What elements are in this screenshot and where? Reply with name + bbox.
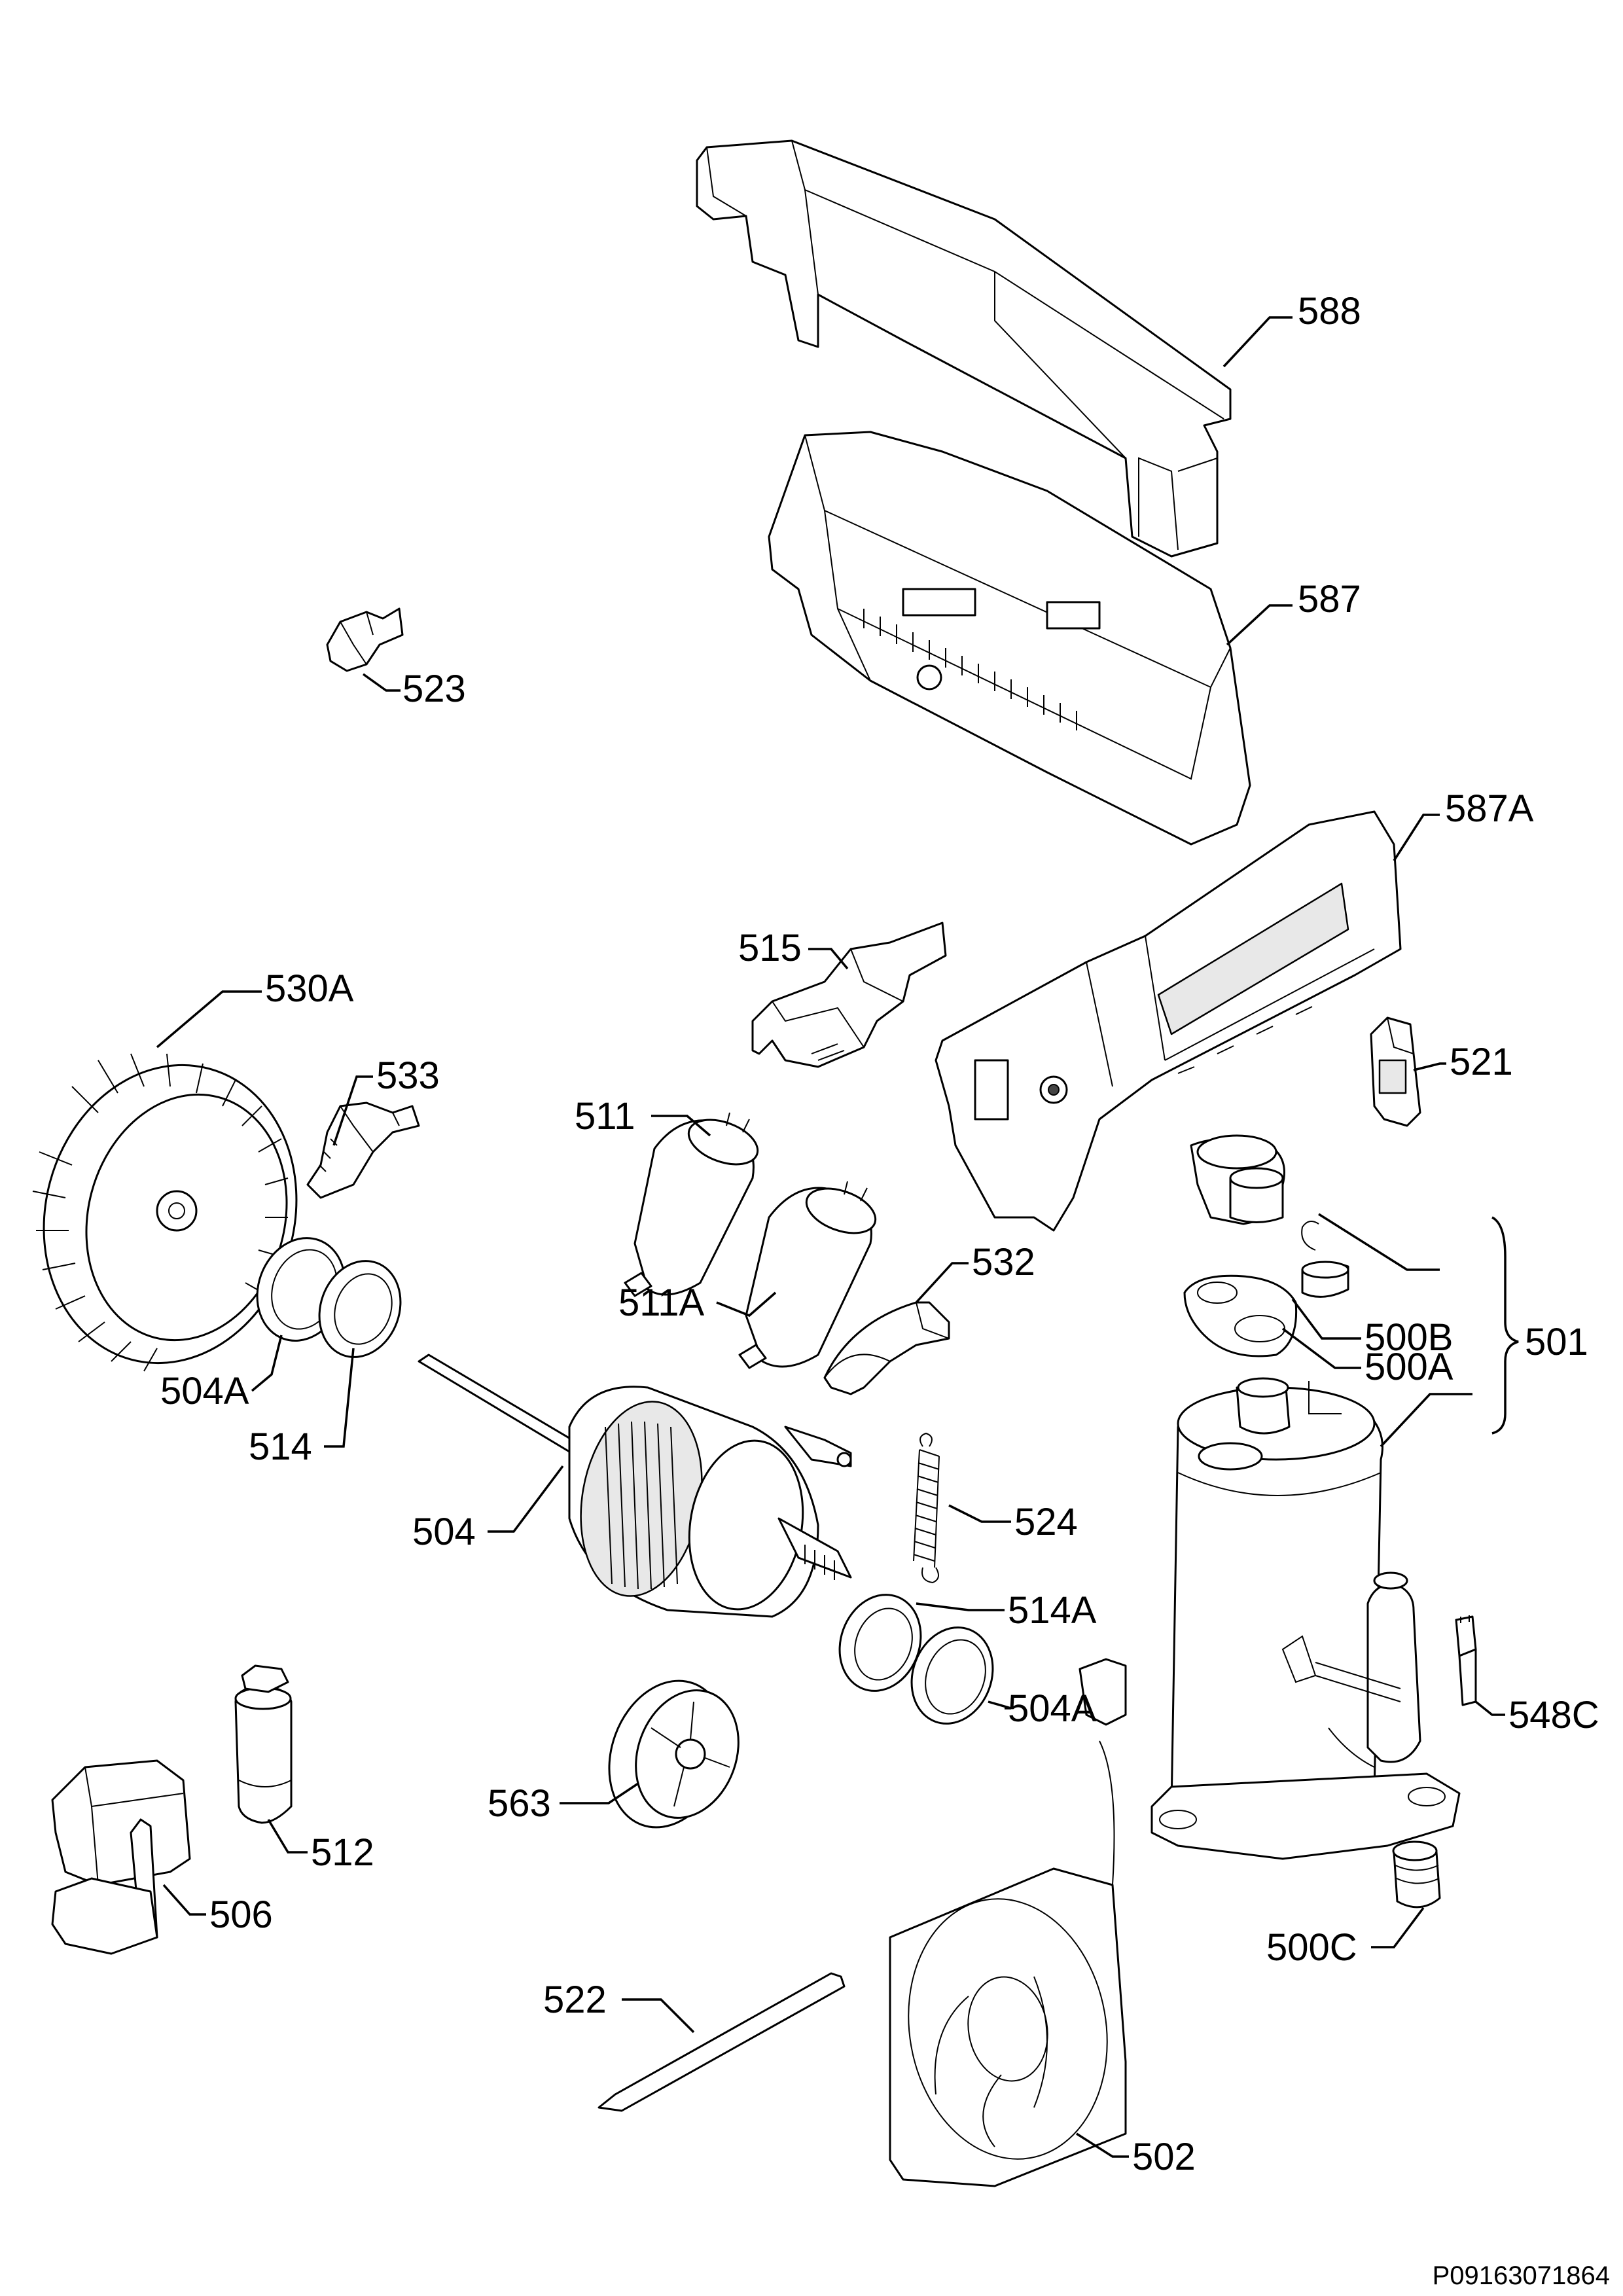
leader-511A (716, 1291, 777, 1318)
label-548C: 548C (1508, 1694, 1599, 1736)
leader-530A (156, 990, 262, 1049)
label-511: 511 (575, 1095, 635, 1138)
leader-515 (808, 948, 849, 970)
label-504A-left: 504A (160, 1370, 249, 1412)
leader-500B (1318, 1213, 1440, 1271)
label-501: 501 (1525, 1321, 1588, 1363)
part-504A-right-ring (910, 1626, 994, 1725)
leader-500B-2 (1291, 1298, 1361, 1340)
label-588: 588 (1298, 290, 1361, 332)
leader-524 (948, 1504, 1011, 1523)
leader-504 (488, 1465, 564, 1533)
part-compressor-top (1190, 1134, 1285, 1225)
label-563: 563 (488, 1782, 551, 1825)
leader-587 (1226, 604, 1293, 646)
part-524-spring (913, 1432, 940, 1584)
part-502-fan (889, 1658, 1127, 2187)
part-511-capacitor (624, 1112, 759, 1297)
part-500A-gasket (1183, 1274, 1298, 1357)
part-523-clip (326, 607, 404, 672)
part-512-capacitor (234, 1664, 293, 1824)
part-labels: 588 587 523 587A 515 530A 533 521 511 53… (160, 290, 1599, 2178)
part-500C-grommet (1392, 1840, 1441, 1909)
leader-533 (332, 1075, 373, 1146)
leader-506 (162, 1884, 206, 1916)
part-587-module (768, 431, 1251, 846)
leader-563 (560, 1782, 639, 1804)
label-530A: 530A (265, 967, 354, 1010)
part-504-motor (418, 1354, 852, 1618)
label-522: 522 (543, 1979, 607, 2021)
label-524: 524 (1014, 1501, 1078, 1543)
part-563-pulley (608, 1679, 740, 1829)
leader-504A-right (988, 1700, 1012, 1710)
leader-523 (362, 673, 401, 692)
part-500B-sensor (1301, 1221, 1349, 1298)
label-500C: 500C (1266, 1926, 1357, 1969)
label-587: 587 (1298, 578, 1361, 620)
leader-532 (915, 1262, 969, 1304)
leader-lines (156, 316, 1519, 2158)
label-521: 521 (1450, 1041, 1513, 1083)
part-533-bracket (306, 1102, 420, 1199)
leader-514 (324, 1348, 355, 1448)
label-511A: 511A (618, 1282, 704, 1324)
label-514: 514 (249, 1426, 312, 1468)
part-588-cover (696, 139, 1232, 558)
label-533: 533 (376, 1054, 440, 1097)
leader-548C (1474, 1700, 1505, 1716)
part-530A-fan-wheel (32, 1053, 298, 1372)
part-506-pump (51, 1759, 191, 1955)
leader-514A (916, 1602, 1005, 1611)
label-532: 532 (972, 1241, 1035, 1283)
label-500B: 500B (1364, 1316, 1453, 1359)
label-512: 512 (311, 1831, 374, 1874)
part-532-cover (823, 1301, 950, 1395)
leader-500C (1371, 1907, 1425, 1948)
leader-588 (1222, 316, 1293, 368)
label-515: 515 (738, 927, 802, 969)
leader-compressor (1380, 1393, 1472, 1448)
label-506: 506 (209, 1893, 273, 1936)
leader-500A (1281, 1327, 1361, 1369)
label-502: 502 (1132, 2136, 1196, 2178)
part-548C-plug (1455, 1615, 1477, 1706)
label-500A: 500A (1364, 1346, 1454, 1388)
leader-504A-left (251, 1335, 283, 1392)
part-521-switch (1370, 1016, 1421, 1127)
leader-502 (1076, 2132, 1129, 2158)
part-587A-display-board (935, 810, 1402, 1232)
bracket-501 (1491, 1216, 1519, 1435)
part-compressor-body (1150, 1377, 1461, 1860)
leader-511 (651, 1115, 711, 1137)
part-515-switch (751, 922, 947, 1068)
label-587A: 587A (1445, 787, 1534, 830)
label-504: 504 (412, 1511, 476, 1553)
label-523: 523 (402, 668, 466, 710)
label-514A: 514A (1008, 1589, 1097, 1632)
leader-521 (1413, 1062, 1446, 1071)
part-514-ring (318, 1260, 402, 1358)
label-504A-right: 504A (1008, 1687, 1097, 1730)
part-511A-capacitor (738, 1181, 877, 1369)
leader-522 (622, 1998, 695, 2034)
leader-587A (1393, 814, 1440, 861)
leader-512 (267, 1819, 308, 1854)
part-522-sensor-wire (597, 1972, 846, 2112)
document-id: P09163071864 (1433, 2261, 1610, 2290)
